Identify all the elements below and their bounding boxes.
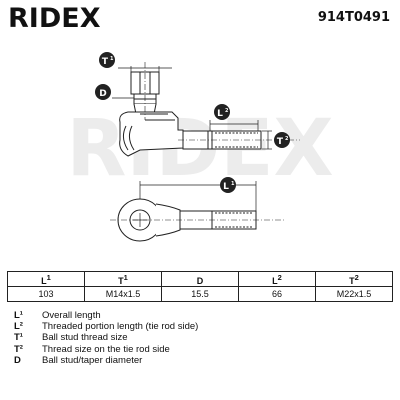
- callout-d: D: [95, 84, 111, 100]
- svg-text:2: 2: [285, 136, 289, 142]
- part-number: 914T0491: [317, 10, 390, 25]
- legend-symbol: T¹: [14, 332, 23, 344]
- legend-description: Threaded portion length (tie rod side): [42, 321, 199, 333]
- header-t2: T2: [315, 271, 393, 287]
- callout-t2: T 2: [274, 132, 290, 148]
- technical-drawing: RIDEX: [66, 52, 334, 242]
- callout-l2: L 2: [214, 104, 230, 120]
- top-view: [110, 198, 285, 242]
- svg-text:1: 1: [110, 56, 114, 62]
- legend-symbol: T²: [14, 343, 23, 355]
- value-t2: M22x1.5: [315, 286, 393, 302]
- spec-header-row: L1 T1 D L2 T2: [7, 271, 393, 287]
- header-l1: L1: [7, 271, 85, 287]
- legend: L¹ Overall length L² Threaded portion le…: [14, 310, 198, 366]
- legend-description: Ball stud/taper diameter: [42, 354, 143, 366]
- svg-text:L: L: [223, 182, 229, 192]
- spec-table: L1 T1 D L2 T2 103 M14x1.5 15.5 66 M22x1.…: [7, 271, 393, 302]
- legend-row: T¹ Ball stud thread size: [14, 332, 198, 343]
- side-view: [119, 62, 300, 157]
- header-d: D: [161, 271, 239, 287]
- dimension-lines: [112, 66, 272, 211]
- legend-row: D Ball stud/taper diameter: [14, 355, 198, 366]
- legend-symbol: D: [14, 354, 21, 366]
- legend-description: Overall length: [42, 310, 101, 321]
- value-l1: 103: [7, 286, 85, 302]
- legend-row: T² Thread size on the tie rod side: [14, 344, 198, 355]
- callout-l1: L 1: [220, 177, 236, 193]
- callout-t1: T 1: [99, 52, 115, 68]
- legend-description: Ball stud thread size: [42, 332, 128, 344]
- value-l2: 66: [238, 286, 316, 302]
- ridex-logo: RIDEX: [8, 3, 101, 34]
- spec-value-row: 103 M14x1.5 15.5 66 M22x1.5: [7, 286, 393, 302]
- legend-symbol: L²: [14, 321, 23, 333]
- svg-text:T: T: [277, 137, 284, 147]
- value-t1: M14x1.5: [84, 286, 162, 302]
- legend-description: Thread size on the tie rod side: [42, 343, 170, 355]
- svg-text:1: 1: [231, 181, 235, 187]
- legend-row: L² Threaded portion length (tie rod side…: [14, 321, 198, 332]
- legend-symbol: L¹: [14, 310, 23, 321]
- svg-text:T: T: [102, 57, 109, 67]
- header-t1: T1: [84, 271, 162, 287]
- header-l2: L2: [238, 271, 316, 287]
- svg-text:2: 2: [225, 108, 229, 114]
- svg-text:L: L: [217, 109, 223, 119]
- svg-text:D: D: [99, 89, 106, 99]
- value-d: 15.5: [161, 286, 239, 302]
- legend-row: L¹ Overall length: [14, 310, 198, 321]
